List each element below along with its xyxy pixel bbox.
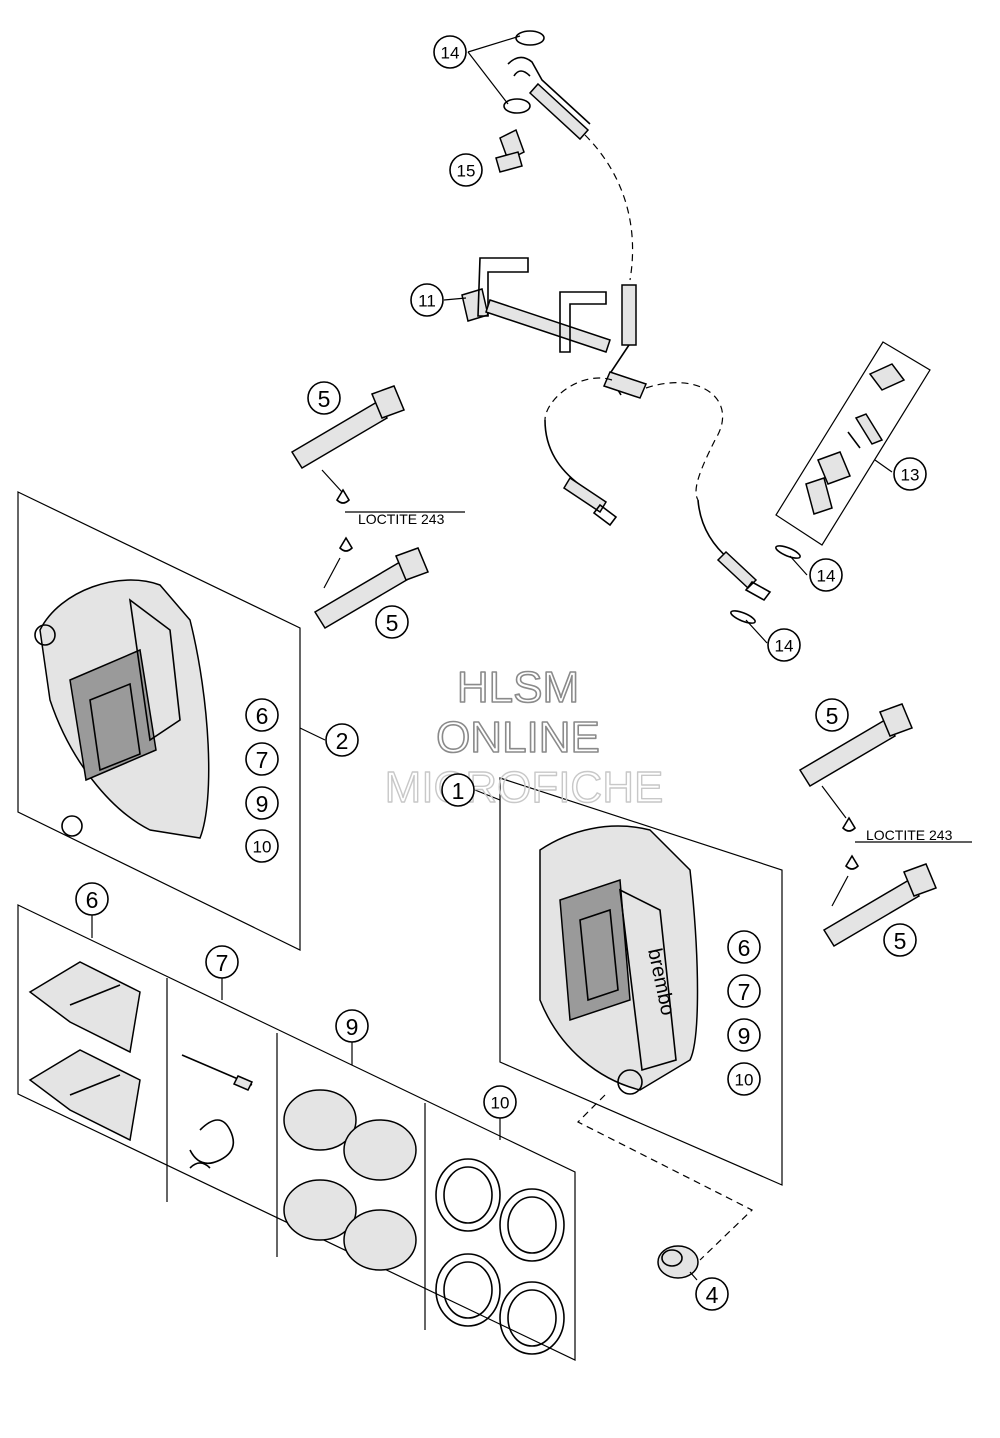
callout-15: 15 bbox=[449, 153, 483, 187]
callout-2: 2 bbox=[325, 723, 359, 757]
caliper-right-frame: brembo bbox=[499, 777, 783, 1186]
callout-13: 13 bbox=[893, 457, 927, 491]
bleed-valve-kit bbox=[775, 341, 931, 546]
watermark-line1: HLSM bbox=[457, 663, 579, 712]
svg-text:6: 6 bbox=[738, 935, 751, 961]
callout-14-low: 14 bbox=[767, 628, 801, 662]
svg-text:6: 6 bbox=[256, 703, 269, 729]
callout-9-bottom: 9 bbox=[335, 1009, 369, 1043]
callout-9-right: 9 bbox=[727, 1018, 761, 1052]
leader-lines bbox=[91, 35, 972, 1281]
callout-1: 1 bbox=[441, 773, 475, 807]
svg-text:5: 5 bbox=[894, 928, 907, 954]
callout-6-left: 6 bbox=[245, 698, 279, 732]
callout-4: 4 bbox=[695, 1277, 729, 1311]
mounting-bolts-right bbox=[798, 703, 937, 948]
svg-text:10: 10 bbox=[491, 1094, 510, 1113]
svg-text:15: 15 bbox=[457, 162, 476, 181]
hose-bracket bbox=[461, 257, 611, 353]
callout-6-bottom: 6 bbox=[75, 882, 109, 916]
callout-5-right-bottom: 5 bbox=[883, 923, 917, 957]
svg-text:2: 2 bbox=[336, 728, 349, 754]
caliper-left-frame bbox=[17, 491, 301, 951]
svg-text:7: 7 bbox=[256, 747, 269, 773]
callout-9-left: 9 bbox=[245, 786, 279, 820]
svg-text:14: 14 bbox=[817, 567, 836, 586]
callout-5-left-bottom: 5 bbox=[375, 605, 409, 639]
svg-text:5: 5 bbox=[386, 610, 399, 636]
svg-text:10: 10 bbox=[253, 838, 272, 857]
svg-text:9: 9 bbox=[346, 1014, 359, 1040]
callout-7-left: 7 bbox=[245, 742, 279, 776]
callout-5-left-top: 5 bbox=[307, 381, 341, 415]
svg-text:14: 14 bbox=[775, 637, 794, 656]
callout-7-bottom: 7 bbox=[205, 945, 239, 979]
svg-text:9: 9 bbox=[738, 1023, 751, 1049]
svg-text:1: 1 bbox=[452, 778, 465, 804]
svg-text:5: 5 bbox=[318, 386, 331, 412]
callout-14-mid: 14 bbox=[809, 558, 843, 592]
svg-text:5: 5 bbox=[826, 703, 839, 729]
watermark-line3: MICROFICHE bbox=[385, 763, 664, 812]
callout-14-top: 14 bbox=[433, 35, 467, 69]
callout-10-bottom: 10 bbox=[483, 1085, 517, 1119]
svg-text:7: 7 bbox=[216, 950, 229, 976]
svg-text:6: 6 bbox=[86, 887, 99, 913]
callout-10-right: 10 bbox=[727, 1062, 761, 1096]
svg-text:9: 9 bbox=[256, 791, 269, 817]
mounting-bolts-left bbox=[290, 385, 429, 630]
part-kits-panel bbox=[17, 904, 576, 1361]
watermark: HLSM ONLINE MICROFICHE bbox=[384, 662, 664, 813]
callout-10-left: 10 bbox=[245, 829, 279, 863]
loctite-note-left: LOCTITE 243 bbox=[358, 511, 445, 527]
callout-7-right: 7 bbox=[727, 974, 761, 1008]
svg-text:4: 4 bbox=[706, 1282, 719, 1308]
loctite-note-right: LOCTITE 243 bbox=[866, 827, 953, 843]
watermark-line2: ONLINE bbox=[436, 713, 600, 762]
svg-text:14: 14 bbox=[441, 44, 460, 63]
callout-6-right: 6 bbox=[727, 930, 761, 964]
svg-text:10: 10 bbox=[735, 1071, 754, 1090]
svg-text:11: 11 bbox=[418, 292, 436, 311]
callout-5-right-top: 5 bbox=[815, 698, 849, 732]
svg-text:7: 7 bbox=[738, 979, 751, 1005]
spacer-part bbox=[576, 1094, 754, 1279]
callout-11: 11 bbox=[410, 283, 444, 317]
brake-line-assembly bbox=[495, 30, 801, 624]
svg-text:13: 13 bbox=[901, 466, 920, 485]
